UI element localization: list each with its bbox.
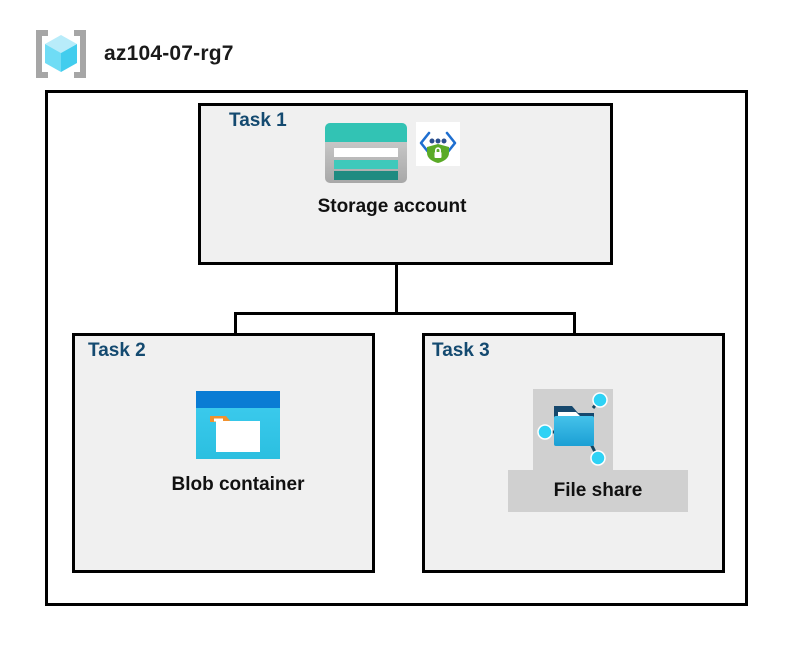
- file-share-label-highlight: [508, 470, 688, 512]
- blob-container-caption: Blob container: [171, 474, 305, 495]
- file-share-caption-wrapper: File share: [508, 470, 688, 512]
- storage-account-caption: Storage account: [317, 196, 467, 217]
- file-share-caption: File share: [553, 480, 643, 501]
- task-1-label: Task 1: [229, 110, 287, 131]
- security-shield-lock-icon: [416, 122, 460, 166]
- file-share-folder-icon: [537, 392, 608, 466]
- connector-horizontal-bar: [234, 312, 576, 315]
- resource-group-header: az104-07-rg7: [32, 26, 234, 82]
- file-share-icon-wrapper: [536, 392, 612, 470]
- storage-account-icon: [325, 123, 407, 183]
- page-title: az104-07-rg7: [104, 42, 234, 65]
- task-2-label: Task 2: [88, 340, 146, 361]
- task-3-label: Task 3: [432, 340, 490, 361]
- connector-storage-stem: [395, 265, 398, 315]
- node-blob-container: Blob container: [152, 390, 324, 496]
- blob-container-icon: [196, 391, 280, 459]
- node-storage-account: Storage account: [296, 122, 488, 218]
- storage-icon-row: [324, 122, 460, 192]
- resource-group-cube-icon: [36, 30, 86, 78]
